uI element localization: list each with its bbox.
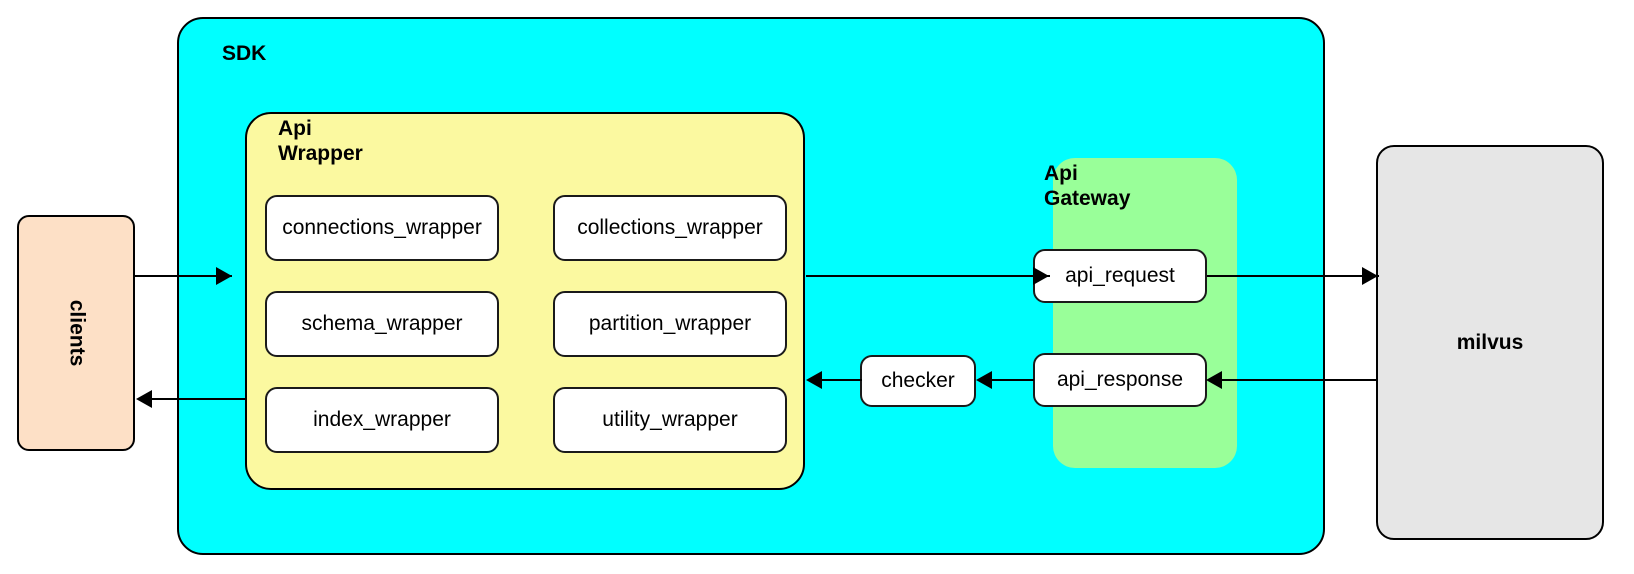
- arrowhead-api-response-to-checker: [976, 371, 992, 389]
- arrowhead-wrapper-to-clients: [136, 390, 152, 408]
- checker-label: checker: [881, 369, 955, 392]
- api-response-label: api_response: [1056, 368, 1184, 391]
- api-request-label: api_request: [1065, 264, 1175, 287]
- module-label: connections_wrapper: [282, 216, 482, 239]
- module-label: utility_wrapper: [602, 408, 738, 431]
- module-utility-wrapper[interactable]: utility_wrapper: [553, 387, 787, 453]
- clients-label: clients: [65, 299, 88, 367]
- checker-node[interactable]: checker: [860, 355, 976, 407]
- connector-wrapper-to-clients: [148, 398, 246, 400]
- module-label: schema_wrapper: [301, 312, 463, 335]
- api-request-node[interactable]: api_request: [1033, 249, 1207, 303]
- connector-clients-to-wrapper: [135, 275, 232, 277]
- api-gateway-label: Api Gateway: [1044, 162, 1131, 210]
- module-label: collections_wrapper: [577, 216, 763, 239]
- module-collections-wrapper[interactable]: collections_wrapper: [553, 195, 787, 261]
- sdk-label: SDK: [222, 42, 267, 65]
- connector-api-response-to-checker: [988, 379, 1034, 381]
- arrowhead-clients-to-wrapper: [216, 267, 232, 285]
- clients-node[interactable]: clients: [17, 215, 135, 451]
- connector-wrapper-to-api-request: [806, 275, 1050, 277]
- api-response-node[interactable]: api_response: [1033, 353, 1207, 407]
- arrowhead-api-request-to-milvus: [1362, 267, 1378, 285]
- arrowhead-wrapper-to-api-request: [1033, 267, 1049, 285]
- arrowhead-checker-to-wrapper: [806, 371, 822, 389]
- api-gateway-container[interactable]: [1053, 158, 1237, 468]
- module-schema-wrapper[interactable]: schema_wrapper: [265, 291, 499, 357]
- milvus-label: milvus: [1456, 330, 1524, 354]
- api-wrapper-label: Api Wrapper: [278, 117, 363, 165]
- module-label: index_wrapper: [313, 408, 451, 431]
- module-connections-wrapper[interactable]: connections_wrapper: [265, 195, 499, 261]
- connector-checker-to-wrapper: [818, 379, 862, 381]
- connector-milvus-to-api-response: [1218, 379, 1378, 381]
- arrowhead-milvus-to-api-response: [1206, 371, 1222, 389]
- module-label: partition_wrapper: [588, 312, 752, 335]
- milvus-node[interactable]: milvus: [1376, 145, 1604, 540]
- connector-api-request-to-milvus: [1207, 275, 1379, 277]
- module-partition-wrapper[interactable]: partition_wrapper: [553, 291, 787, 357]
- module-index-wrapper[interactable]: index_wrapper: [265, 387, 499, 453]
